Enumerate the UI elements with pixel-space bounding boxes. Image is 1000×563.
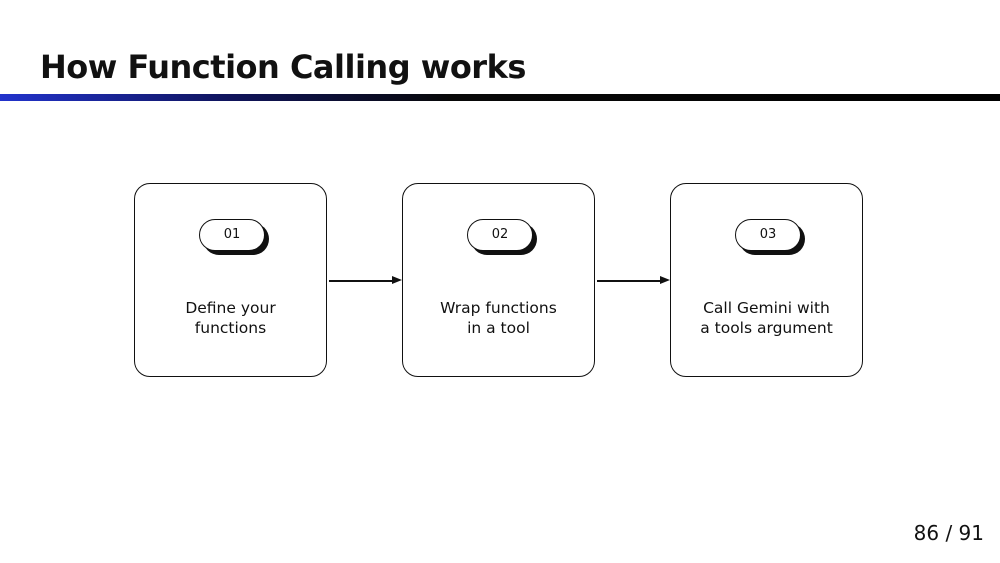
page-separator: / xyxy=(945,521,953,545)
page-current: 86 xyxy=(913,521,940,545)
step-number-badge: 01 xyxy=(199,219,265,251)
arrow-line xyxy=(329,280,394,282)
step-card-1: 01 Define your functions xyxy=(134,183,327,377)
arrow-line xyxy=(597,280,662,282)
step-number-badge: 02 xyxy=(467,219,533,251)
step-label-line: Define your xyxy=(185,299,276,317)
step-label-line: Call Gemini with xyxy=(703,299,830,317)
step-label-line: Wrap functions xyxy=(440,299,557,317)
step-number-badge: 03 xyxy=(735,219,801,251)
page-total: 91 xyxy=(958,521,984,545)
arrow-head-icon xyxy=(392,276,402,284)
step-label: Define your functions xyxy=(135,298,326,338)
arrow-head-icon xyxy=(660,276,670,284)
step-label-line: in a tool xyxy=(467,319,530,337)
arrow-step-2-to-3 xyxy=(597,276,670,284)
step-card-2: 02 Wrap functions in a tool xyxy=(402,183,595,377)
slide-title: How Function Calling works xyxy=(40,48,526,86)
step-label: Call Gemini with a tools argument xyxy=(671,298,862,338)
step-card-3: 03 Call Gemini with a tools argument xyxy=(670,183,863,377)
page-number: 86 / 91 xyxy=(914,521,984,545)
title-underline xyxy=(0,94,1000,101)
step-label-line: a tools argument xyxy=(700,319,833,337)
step-label: Wrap functions in a tool xyxy=(403,298,594,338)
step-label-line: functions xyxy=(194,319,267,337)
arrow-step-1-to-2 xyxy=(329,276,402,284)
